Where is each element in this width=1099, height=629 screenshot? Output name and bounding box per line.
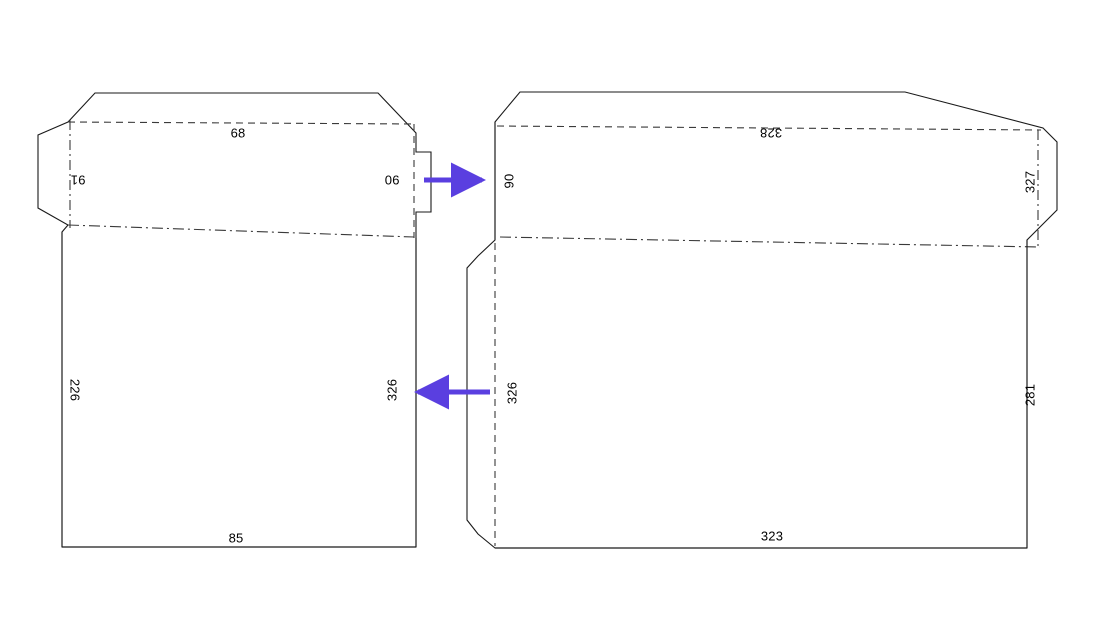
dim-label-left-left-flap-height: 91 <box>70 172 86 188</box>
dim-label-left-right-body-height: 326 <box>384 378 400 402</box>
right-top-fold-dashed <box>496 125 1042 131</box>
left-top-fold-dashed <box>67 121 417 125</box>
dim-label-right-right-body-height: 281 <box>1022 383 1038 407</box>
dim-label-right-left-body-height: 326 <box>504 381 520 405</box>
dim-label-right-right-flap-height: 327 <box>1022 170 1038 194</box>
right-middle-fold-dashdot <box>499 236 1041 248</box>
mapping-arrows-group <box>413 162 490 410</box>
dim-label-left-right-flap-height: 90 <box>384 172 400 188</box>
left-middle-fold-dashdot <box>67 224 415 238</box>
right-panel-outline <box>467 92 1057 548</box>
dim-label-left-left-body-height: 226 <box>67 378 83 402</box>
left-panel-outline <box>38 93 431 547</box>
dim-label-right-left-flap-height: 90 <box>501 173 517 189</box>
right-panel-group <box>467 92 1057 549</box>
dim-label-left-top-flap-width: 68 <box>230 125 246 141</box>
dim-label-right-top-flap-width: 328 <box>759 125 783 141</box>
dim-label-left-bottom-width: 85 <box>228 530 244 546</box>
dim-label-right-bottom-width: 323 <box>760 528 784 544</box>
left-panel-group <box>38 93 431 548</box>
